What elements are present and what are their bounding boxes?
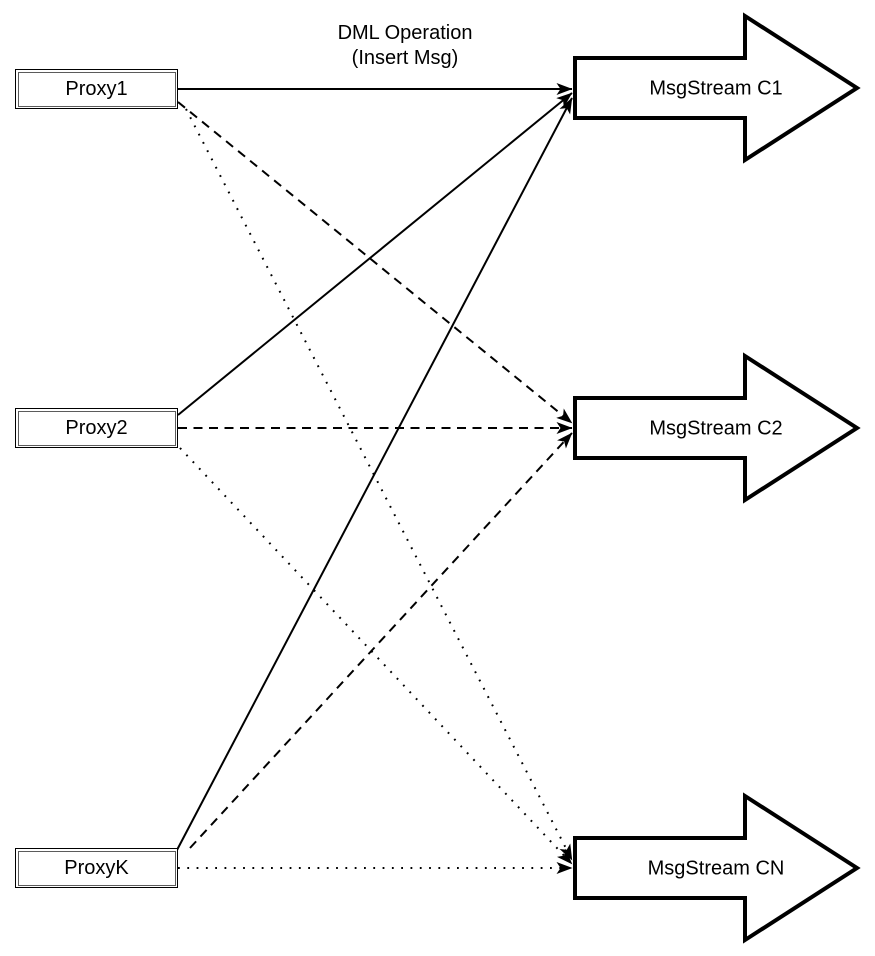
msgstream-cn-arrow-shape <box>573 792 861 944</box>
edge-proxy1-to-msgstream-c2 <box>177 101 573 424</box>
edge-proxy2-to-msgstream-cn <box>179 447 573 865</box>
node-proxyk: ProxyK <box>15 848 178 888</box>
msgstream-c1-arrow-shape <box>573 12 861 164</box>
edge-proxyk-to-msgstream-c2 <box>189 432 573 849</box>
msgstream-c2-arrow-shape <box>573 352 861 504</box>
edges-group <box>176 83 573 874</box>
msgstream-arrows-group <box>573 12 861 944</box>
node-proxy1: Proxy1 <box>15 69 178 109</box>
label-msgstream-c2: MsgStream C2 <box>649 417 783 440</box>
node-proxy2: Proxy2 <box>15 408 178 448</box>
diagram-title: DML Operation (Insert Msg) <box>338 21 473 71</box>
edge-proxy2-to-msgstream-c1 <box>177 92 573 416</box>
edge-proxy1-to-msgstream-cn <box>185 108 573 861</box>
label-msgstream-c1: MsgStream C1 <box>649 77 783 100</box>
title-line-1: DML Operation <box>337 22 473 44</box>
label-msgstream-cn: MsgStream CN <box>647 857 785 880</box>
title-line-2: (Insert Msg) <box>351 47 459 69</box>
